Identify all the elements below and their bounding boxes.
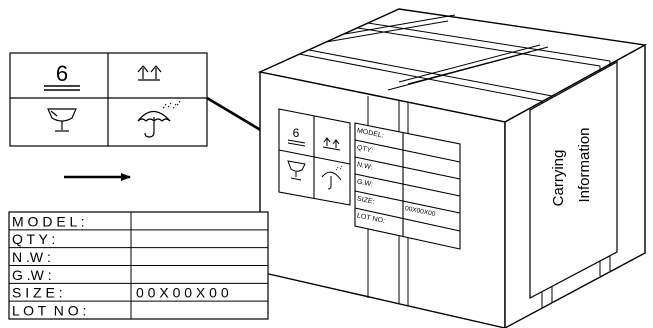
- box-stack-limit-number: 6: [293, 126, 300, 140]
- box-label-size: SIZE:: [357, 195, 374, 205]
- this-way-up-icon: [137, 65, 162, 81]
- symbols-panel: 6: [9, 52, 208, 147]
- box-fragile-glass-icon: [287, 160, 306, 181]
- info-table-label: G .W :: [12, 267, 52, 283]
- box-symbols-panel: [278, 108, 351, 206]
- box-keep-dry-umbrella-icon: [321, 165, 343, 190]
- info-table-label: M O D E L :: [12, 213, 85, 229]
- info-table-label: L O T N O :: [12, 303, 86, 319]
- carrying-info-line1: Carrying: [550, 150, 567, 207]
- info-table-label: N .W :: [12, 249, 51, 265]
- box-label-nw: N.W:: [357, 161, 373, 171]
- carrying-info-panel: [529, 60, 618, 299]
- stack-limit-icon: 6: [44, 61, 80, 91]
- info-table-value: 0 0 X 0 0 X 0 0: [136, 285, 229, 301]
- box-info-label: [354, 122, 461, 250]
- box-this-way-up-icon: [322, 137, 341, 151]
- box-label-qty: QTY:: [357, 144, 373, 154]
- info-table: M O D E L : Q T Y : N .W : G .W : S I Z E : 0…: [8, 211, 269, 320]
- fragile-glass-icon: [47, 108, 77, 132]
- keep-dry-umbrella-icon: [137, 100, 181, 138]
- carton-box: [257, 8, 648, 328]
- stack-limit-number: 6: [56, 61, 68, 86]
- box-symbols: 6: [287, 126, 343, 190]
- top-strapping-bands: [298, 14, 611, 102]
- carrying-info-line2: Information: [576, 127, 593, 202]
- carrying-info-text: Carrying Information: [550, 127, 593, 206]
- info-table-label: Q T Y :: [12, 231, 55, 247]
- box-label-gw: G.W:: [357, 178, 373, 188]
- info-table-label: S I Z E :: [12, 285, 63, 301]
